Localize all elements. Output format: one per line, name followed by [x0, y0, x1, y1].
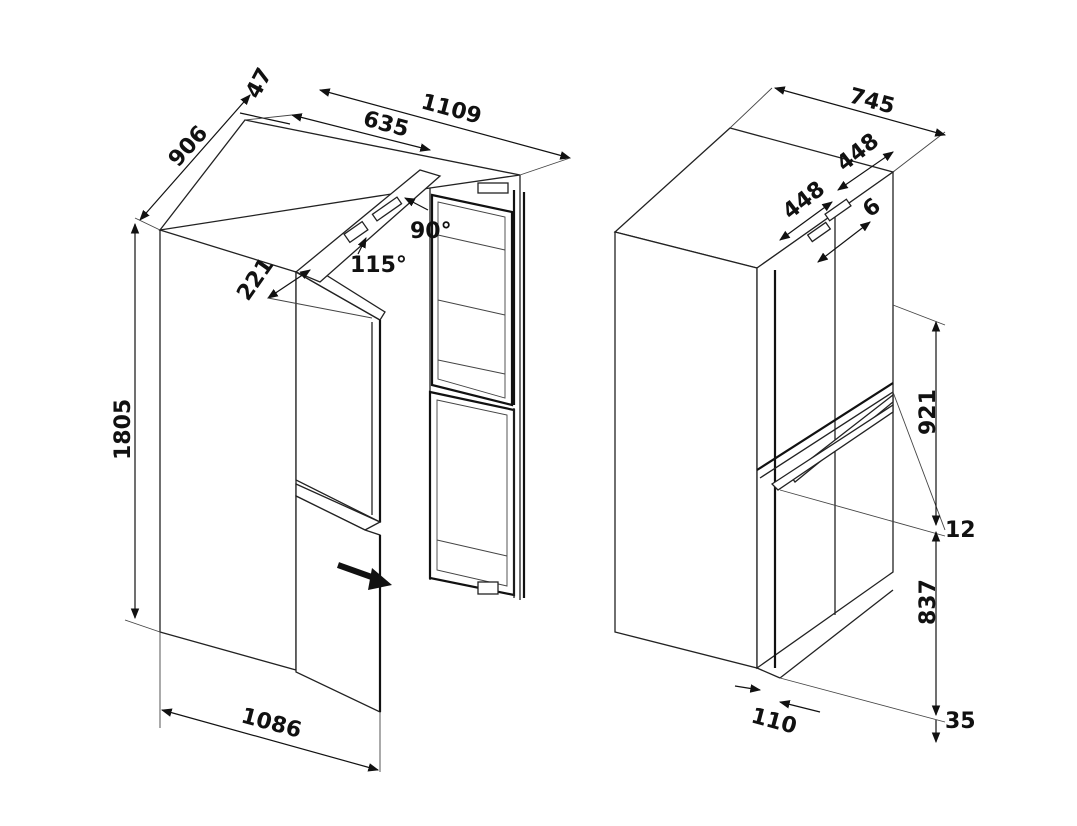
open-door-lower [295, 494, 382, 714]
dim-width-closed-label: 745 [846, 84, 897, 120]
dim-door-gap-label: 47 [241, 64, 277, 103]
open-door-upper [294, 264, 386, 531]
dim-door-gap: 47 [239, 64, 291, 125]
dim-door-width: 635 [244, 107, 432, 152]
handle-lower [770, 403, 894, 491]
closed-door-view: 745 448 448 6 921 12 837 35 [613, 84, 976, 744]
door-top-panel [294, 169, 442, 283]
hinge-top [477, 182, 509, 194]
dim-upper-door-label: 921 [916, 389, 941, 435]
dim-angle-90: 90° [404, 197, 452, 244]
dim-mid-gap-label: 12 [945, 518, 976, 543]
upper-compartment [430, 193, 514, 407]
dim-vertical-stack: 921 12 837 35 [779, 304, 976, 744]
dim-depth-label: 906 [164, 121, 213, 172]
cabinet-side-panel [159, 229, 297, 671]
hinge-bottom [477, 581, 499, 595]
dim-handle-depth-label: 110 [748, 704, 799, 740]
dim-angle-115-label: 115° [350, 253, 407, 278]
dim-angle-115: 115° [350, 237, 407, 278]
dim-handle-depth: 110 [734, 684, 821, 740]
dim-width-open-label: 1109 [418, 90, 484, 130]
lower-compartment [428, 390, 516, 597]
dim-angle-90-label: 90° [410, 219, 452, 244]
open-door-view: 906 47 1109 635 1805 221 [111, 64, 572, 772]
door-pull-arrow [336, 562, 392, 590]
dim-door-width-label: 635 [360, 107, 411, 143]
dim-plinth-label: 35 [945, 709, 976, 734]
dim-total-width-label: 1086 [238, 704, 304, 744]
cabinet-side-closed [614, 231, 758, 669]
dim-height-label: 1805 [111, 399, 136, 460]
dim-height: 1805 [111, 222, 161, 633]
dim-lower-door-label: 837 [916, 579, 941, 625]
